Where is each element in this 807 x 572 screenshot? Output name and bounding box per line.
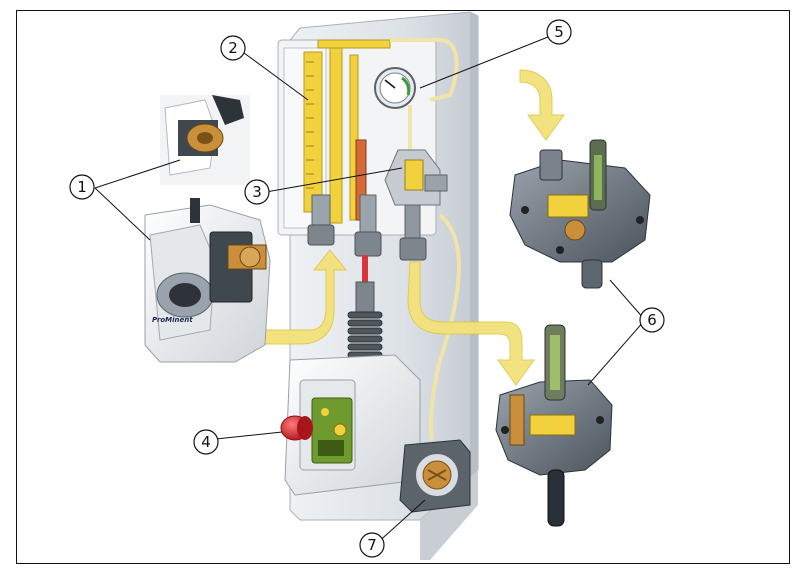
callout-1: 1 (69, 174, 95, 200)
callout-3: 3 (244, 179, 270, 205)
callout-6: 6 (639, 307, 665, 333)
tubing-lines (390, 38, 461, 441)
dosing-valve-upper (509, 139, 651, 289)
pump-detail-inset (160, 95, 250, 185)
callout-5: 5 (546, 19, 572, 45)
svg-text:3: 3 (252, 183, 262, 201)
pressure-gauge (374, 67, 416, 109)
diagram-frame (16, 10, 790, 564)
brand-label: ProMinent (152, 316, 193, 324)
leader-lines (94, 34, 646, 546)
metering-pump: ProMinent (144, 198, 271, 363)
callout-7: 7 (359, 532, 385, 558)
callout-4: 4 (193, 429, 219, 455)
svg-text:1: 1 (77, 178, 87, 196)
pressure-valve (384, 149, 448, 246)
dosing-valve-lower (495, 324, 613, 527)
svg-text:7: 7 (367, 536, 377, 554)
svg-text:6: 6 (647, 311, 657, 329)
panel-connectors (307, 194, 427, 285)
flow-sensor (399, 439, 471, 513)
callout-2: 2 (220, 35, 246, 61)
svg-text:5: 5 (554, 23, 564, 41)
svg-text:4: 4 (201, 433, 211, 451)
control-module (280, 354, 421, 496)
svg-text:2: 2 (228, 39, 238, 57)
